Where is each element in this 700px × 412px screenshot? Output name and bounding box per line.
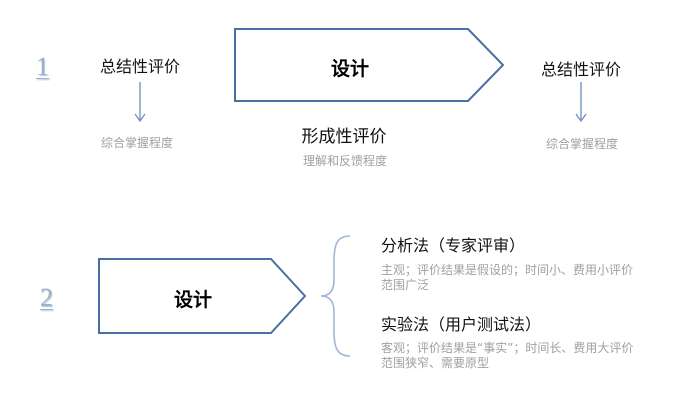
design-arrow-shape-1 <box>234 28 505 102</box>
formative-eval-sub: 理解和反馈程度 <box>302 154 388 168</box>
down-arrow-icon-left <box>134 82 146 123</box>
method-title-analysis: 分析法（专家评审） <box>381 236 526 255</box>
design-label-2: 设计 <box>173 289 213 311</box>
design-label-1: 设计 <box>330 58 370 80</box>
curly-brace-icon <box>320 235 351 357</box>
method-title-experiment: 实验法（用户测试法） <box>381 315 542 334</box>
method-desc-analysis: 主观；评价结果是假设的；时间小、费用小评价范围广泛 <box>381 263 634 292</box>
summative-eval-title-left: 总结性评价 <box>99 57 181 76</box>
summative-eval-sub-left: 综合掌握程度 <box>100 136 174 150</box>
summative-eval-sub-right: 综合掌握程度 <box>545 137 619 151</box>
method-desc-experiment: 客观；评价结果是“事实”；时间长、费用大评价范围狭窄、需要原型 <box>381 341 634 370</box>
summative-eval-title-right: 总结性评价 <box>540 60 622 79</box>
formative-eval-title: 形成性评价 <box>301 127 387 147</box>
design-arrow-shape-2 <box>98 258 307 334</box>
down-arrow-icon-right <box>575 82 587 123</box>
step-number-2: 2 <box>40 283 53 312</box>
step-number-1: 1 <box>36 52 49 81</box>
